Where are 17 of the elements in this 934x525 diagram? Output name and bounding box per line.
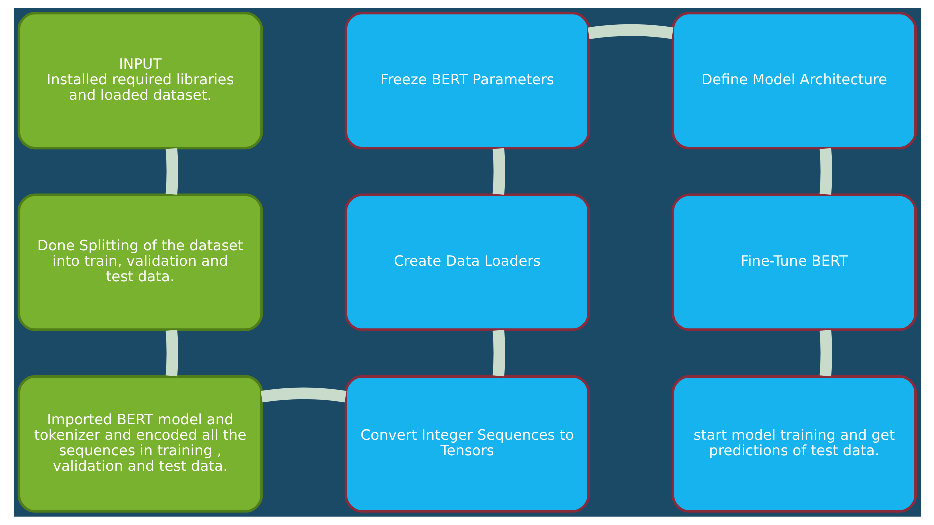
- node-box: Convert Integer Sequences to Tensors: [344, 375, 590, 513]
- connector: [492, 330, 505, 377]
- connector: [260, 388, 346, 403]
- node-box: INPUT Installed required libraries and loaded dataset.: [17, 12, 263, 150]
- node-box: Create Data Loaders: [344, 194, 590, 332]
- connector: [492, 148, 505, 195]
- node-box: start model training and get predictions of test data.: [671, 375, 917, 513]
- connector: [819, 148, 832, 195]
- node-box: Imported BERT model and tokenizer and encoded all the sequences in training , validation and test data.: [17, 375, 263, 513]
- connector: [165, 148, 178, 195]
- connector: [588, 24, 674, 40]
- connector: [819, 330, 832, 377]
- connector: [165, 330, 178, 377]
- node-box: Fine-Tune BERT: [671, 194, 917, 332]
- node-box: Define Model Architecture: [671, 12, 917, 150]
- node-box: Freeze BERT Parameters: [344, 12, 590, 150]
- node-box: Done Splitting of the dataset into train, validation and test data.: [17, 194, 263, 332]
